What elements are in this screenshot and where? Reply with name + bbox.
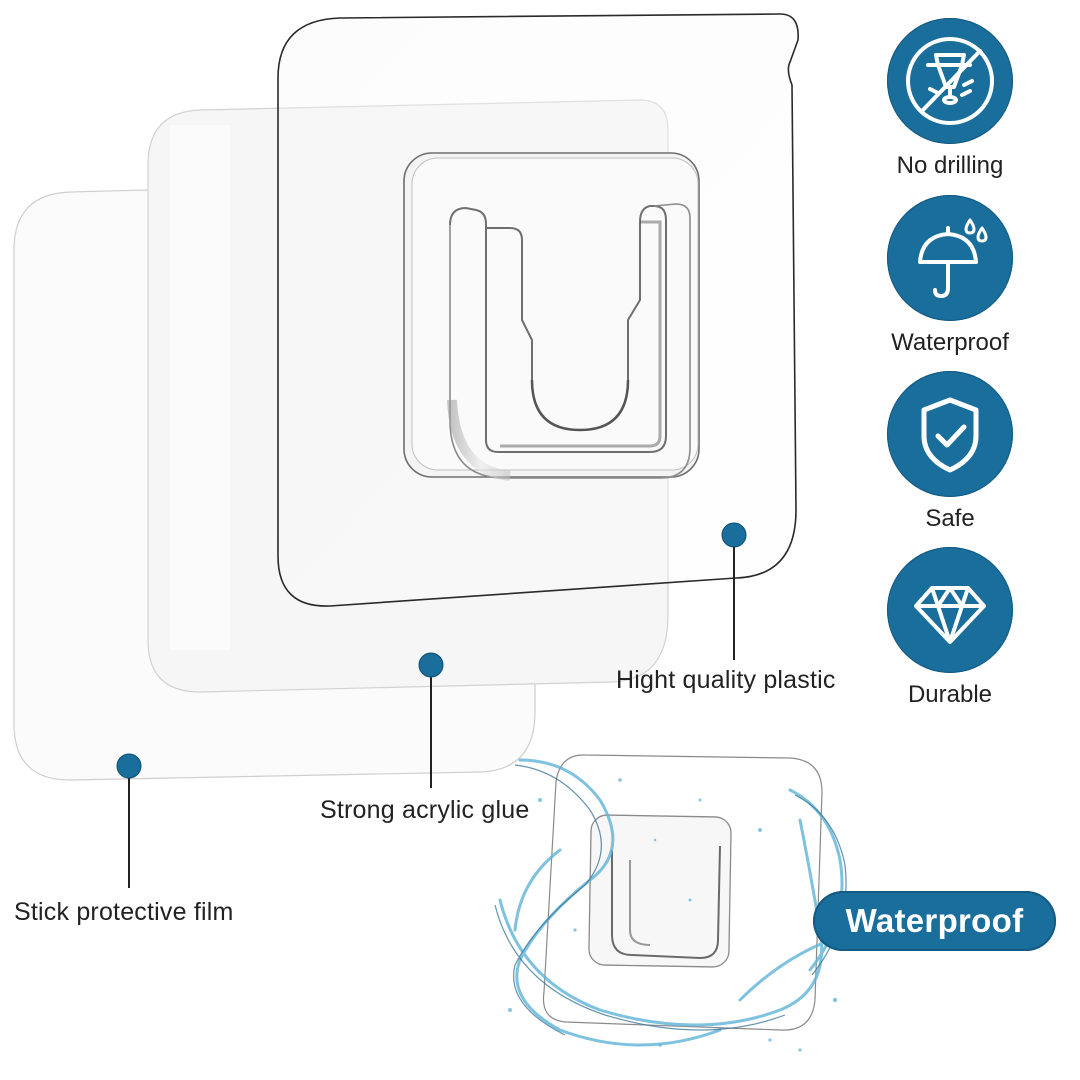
feature-waterproof: Waterproof (878, 195, 1022, 357)
feature-label: Safe (925, 505, 975, 532)
callout-plastic-pointer (721, 522, 747, 660)
feature-label: Durable (907, 681, 993, 708)
no-drilling-icon (906, 37, 994, 125)
feature-label: Waterproof (891, 329, 1009, 356)
callout-label-film: Stick protective film (14, 898, 234, 926)
umbrella-rain-icon (918, 218, 988, 298)
diamond-icon (914, 586, 986, 644)
waterproof-badge: Waterproof (813, 891, 1056, 951)
hook-plate (403, 152, 700, 481)
feature-badge-circle (887, 195, 1013, 321)
callout-glue-pointer (418, 652, 444, 788)
feature-label: No drilling (896, 152, 1004, 179)
feature-no-drilling: No drilling (878, 18, 1022, 180)
feature-badge-circle (887, 371, 1013, 497)
feature-safe: Safe (878, 371, 1022, 533)
callout-label-glue: Strong acrylic glue (320, 796, 530, 824)
waterproof-demo-illustration (494, 754, 847, 1052)
feature-badge-circle (887, 18, 1013, 144)
callout-film-pointer (116, 753, 142, 888)
shield-check-icon (921, 397, 979, 473)
feature-badge-circle (887, 547, 1013, 673)
feature-durable: Durable (878, 547, 1022, 709)
callout-label-plastic: Hight quality plastic (616, 666, 836, 694)
